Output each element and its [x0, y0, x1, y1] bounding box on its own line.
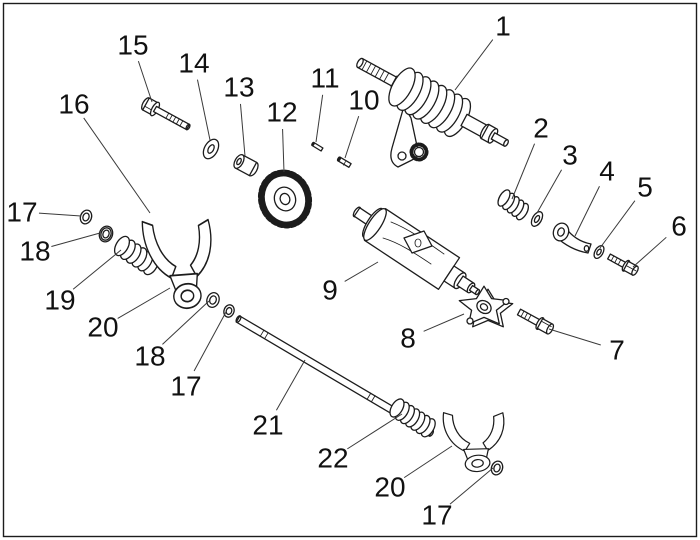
callout-label: 10: [348, 85, 379, 116]
callout-label: 14: [178, 48, 209, 79]
callout-label: 6: [671, 211, 687, 242]
callout-label: 15: [117, 30, 148, 61]
callout-leader-line: [162, 300, 210, 345]
callout-label: 7: [609, 335, 625, 366]
part-13-collar: [233, 154, 259, 177]
part-9-shift-drum: [352, 206, 481, 296]
callout-leader-line: [117, 287, 171, 319]
callout-label: 18: [19, 236, 50, 267]
callout-label: 1: [495, 11, 511, 42]
callout-leader-line: [548, 328, 601, 346]
part-19-spring: [113, 235, 160, 276]
callout-label: 12: [266, 97, 297, 128]
callout-leader-line: [196, 79, 211, 141]
part-14-washer: [202, 138, 220, 160]
callout-leader-line: [449, 467, 494, 505]
part-18-ring-mid: [206, 292, 220, 308]
callout-leader-line: [536, 169, 563, 214]
callout-leader-line: [282, 128, 285, 173]
callout-leader-line: [344, 115, 360, 159]
callout-leader-line: [574, 186, 600, 237]
callout-label: 21: [252, 410, 283, 441]
part-17-ring-mid: [223, 304, 235, 318]
callout-leader-line: [51, 232, 101, 247]
callout-leader-line: [347, 413, 403, 450]
callout-leader-line: [83, 117, 151, 214]
callout-label: 5: [637, 172, 653, 203]
part-5-washer: [593, 244, 605, 260]
callout-label: 4: [599, 156, 615, 187]
callout-label: 17: [170, 371, 201, 402]
callout-leader-line: [403, 445, 453, 479]
callout-leader-line: [632, 236, 667, 268]
part-2-spring: [497, 189, 530, 221]
callout-label: 8: [400, 323, 416, 354]
part-15-bolt: [141, 97, 191, 131]
callout-leader-line: [72, 249, 122, 290]
part-6-bolt: [607, 253, 639, 276]
part-11-pin: [311, 141, 324, 152]
part-18-ring-left: [98, 225, 114, 243]
callout-leader-line: [454, 39, 494, 91]
callout-label: 18: [134, 341, 165, 372]
callout-label: 22: [317, 443, 348, 474]
part-8-shift-star-cam: [458, 285, 514, 328]
callout-label: 20: [87, 312, 118, 343]
callout-label: 3: [562, 140, 578, 171]
part-3-washer: [530, 211, 544, 227]
part-17-ring-left: [79, 209, 93, 225]
callout-leader-line: [423, 313, 465, 332]
callout-leader-line: [599, 200, 636, 249]
callout-label: 9: [322, 275, 338, 306]
callout-label: 19: [44, 285, 75, 316]
callout-label: 17: [6, 197, 37, 228]
callout-label: 16: [58, 89, 89, 120]
part-1-gearshift-spindle-assembly: [356, 57, 509, 168]
callout-leader-line: [239, 103, 246, 157]
callout-leader-line: [193, 311, 227, 372]
part-4-stopper-arm: [552, 222, 592, 254]
part-10-pin: [336, 156, 352, 168]
callout-label: 20: [374, 472, 405, 503]
callout-leader-line: [137, 60, 153, 103]
part-17-ring-lower: [490, 460, 504, 476]
part-12-gear: [257, 169, 313, 229]
callout-leader-line: [344, 261, 379, 282]
callout-leader-line: [38, 212, 82, 217]
part-22-spring: [389, 398, 436, 438]
callout-leader-line: [275, 359, 306, 411]
callout-label: 11: [310, 63, 339, 94]
callout-leader-line: [511, 143, 536, 200]
callout-label: 2: [533, 113, 549, 144]
callout-label: 13: [223, 72, 254, 103]
callout-label: 17: [421, 500, 452, 531]
callout-leader-line: [315, 94, 324, 143]
